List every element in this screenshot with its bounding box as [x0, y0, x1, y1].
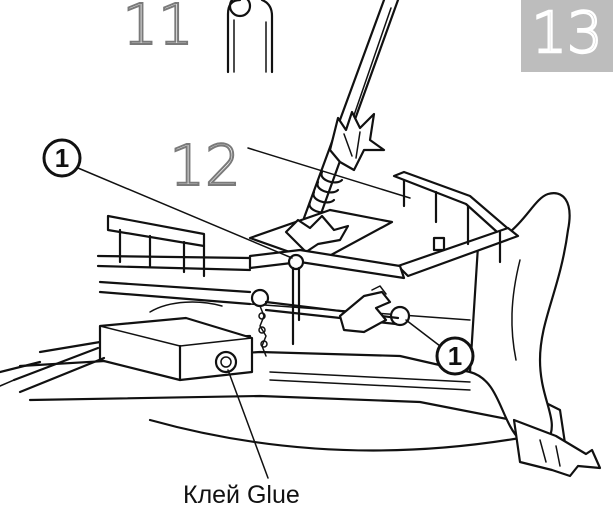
glue-caption: Клей Glue — [183, 481, 300, 509]
anchor-assembly — [250, 253, 411, 357]
bow-post — [468, 192, 571, 442]
bow-ram — [512, 418, 602, 478]
callout-1-bottom-label: 1 — [448, 341, 462, 371]
callout-1-top: 1 — [42, 138, 293, 259]
mast — [302, 0, 400, 224]
forecastle-rail — [392, 170, 520, 278]
part-label-11: 11 — [122, 0, 193, 58]
cathead-box — [98, 316, 254, 382]
part-label-12: 12 — [169, 134, 240, 199]
callout-1-bottom: 1 — [405, 319, 475, 376]
part-11-hook — [226, 0, 274, 74]
leader-line-12 — [247, 147, 411, 199]
leader-line-callout-bottom — [405, 319, 441, 347]
oar — [0, 346, 106, 394]
leader-line-callout-top — [77, 167, 293, 259]
hull-curve — [149, 301, 223, 313]
side-rail — [106, 214, 206, 278]
mast-claw — [328, 110, 386, 172]
deck-plate — [248, 208, 394, 264]
callout-1-top-label: 1 — [55, 143, 69, 173]
leader-line-glue — [227, 369, 269, 479]
step-number: 13 — [531, 1, 602, 66]
step-number-box — [521, 0, 613, 72]
